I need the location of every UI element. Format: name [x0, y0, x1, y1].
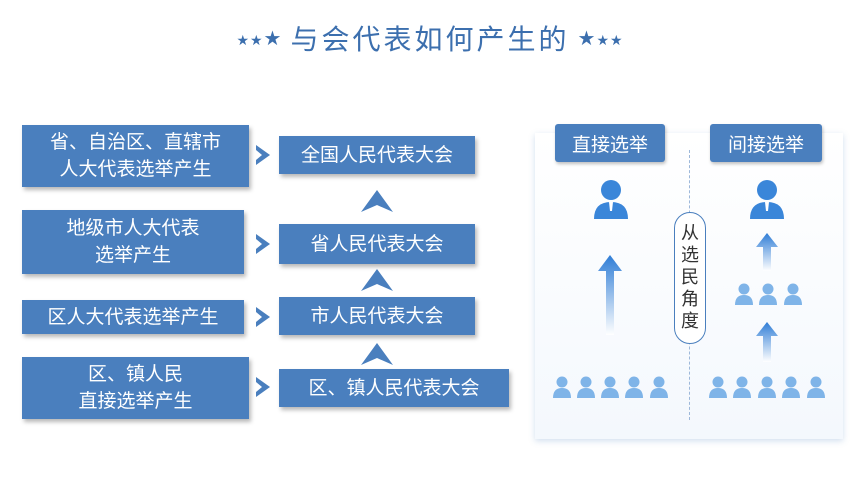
left-box-city: 地级市人大代表 选举产生	[22, 210, 244, 274]
voter-person-icon	[733, 376, 751, 398]
chevron-right-icon	[256, 377, 270, 397]
voter-person-icon	[601, 376, 619, 398]
up-arrow-icon	[361, 269, 393, 291]
right-box-town: 区、镇人民代表大会	[279, 369, 509, 407]
tab-indirect-election: 间接选举	[710, 124, 822, 162]
voter-person-icon	[758, 376, 776, 398]
chevron-right-icon	[256, 234, 270, 254]
up-arrow-icon	[361, 343, 393, 365]
up-arrow-icon	[361, 190, 393, 212]
voter-person-icon	[807, 376, 825, 398]
left-box-line: 区、镇人民	[87, 363, 183, 385]
title-text: 与会代表如何产生的	[290, 23, 570, 56]
left-box-line: 区人大代表选举产生	[47, 305, 219, 328]
page-title: ★★★ 与会代表如何产生的 ★★★	[0, 18, 860, 58]
left-box-line: 选举产生	[94, 244, 171, 266]
voter-person-icon	[782, 376, 800, 398]
center-label-pill: 从 选 民 角 度	[674, 212, 706, 344]
right-box-city: 市人民代表大会	[279, 297, 475, 335]
voter-person-icon	[625, 376, 643, 398]
right-box-label: 全国人民代表大会	[300, 143, 453, 166]
right-box-national: 全国人民代表大会	[279, 136, 475, 174]
left-box-district: 区人大代表选举产生	[22, 300, 244, 334]
right-box-label: 市人民代表大会	[310, 304, 444, 327]
representative-person-icon	[594, 180, 628, 219]
voter-person-icon	[709, 376, 727, 398]
chevron-right-icon	[256, 307, 270, 327]
up-arrow-icon	[756, 233, 778, 271]
title-stars-right: ★★★	[577, 26, 624, 50]
voter-person-icon	[759, 283, 777, 305]
voter-person-icon	[784, 283, 802, 305]
representative-person-icon	[750, 180, 784, 219]
left-box-province: 省、自治区、直辖市 人大代表选举产生	[22, 125, 249, 187]
center-label-char: 选	[681, 245, 699, 266]
tab-direct-election: 直接选举	[555, 124, 665, 162]
voter-person-icon	[735, 283, 753, 305]
chevron-right-icon	[256, 145, 270, 165]
tab-label: 间接选举	[727, 133, 804, 156]
right-box-label: 区、镇人民代表大会	[308, 376, 480, 399]
voter-person-icon	[553, 376, 571, 398]
voter-person-icon	[650, 376, 668, 398]
tab-label: 直接选举	[571, 133, 648, 156]
center-label-char: 从	[681, 223, 699, 244]
voter-person-icon	[577, 376, 595, 398]
left-box-line: 地级市人大代表	[66, 217, 200, 239]
left-box-line: 省、自治区、直辖市	[49, 131, 221, 153]
center-label-char: 民	[681, 267, 699, 288]
left-box-line: 直接选举产生	[78, 390, 193, 412]
left-box-line: 人大代表选举产生	[59, 158, 212, 180]
center-label-char: 角	[681, 289, 699, 310]
right-box-province: 省人民代表大会	[279, 224, 475, 264]
center-label-char: 度	[681, 311, 699, 332]
up-arrow-icon	[598, 255, 622, 335]
left-box-town: 区、镇人民 直接选举产生	[22, 357, 249, 419]
up-arrow-icon	[756, 322, 778, 362]
title-stars-left: ★★★	[236, 26, 283, 50]
right-box-label: 省人民代表大会	[310, 232, 444, 255]
